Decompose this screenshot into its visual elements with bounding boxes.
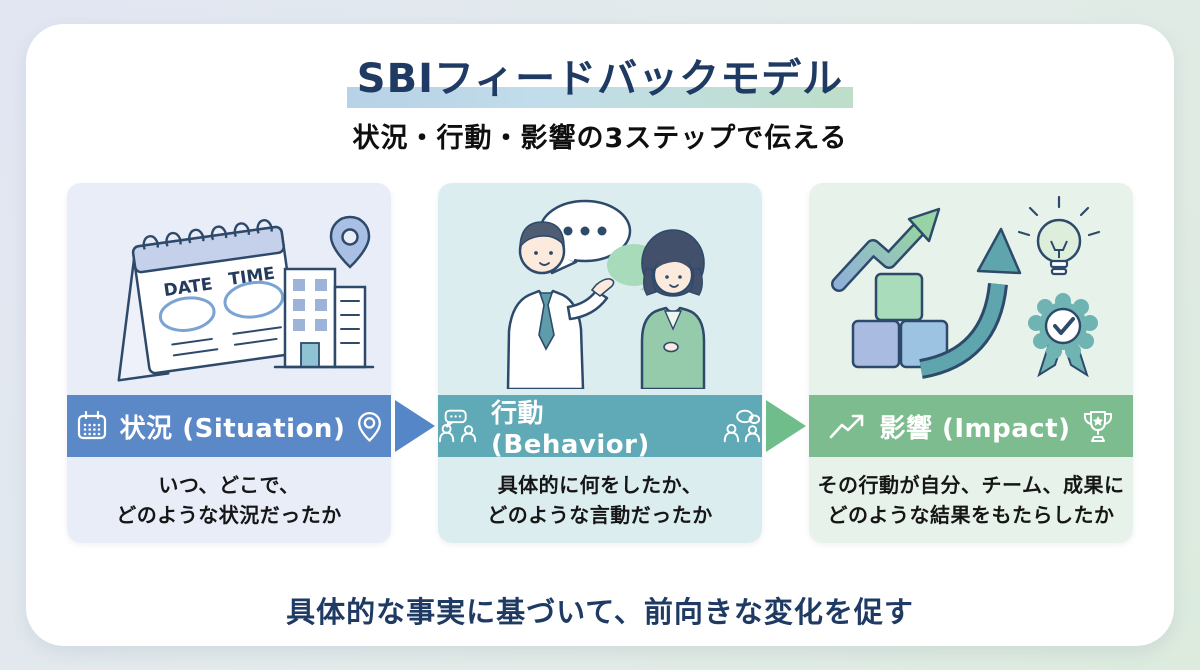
- building-icon: [273, 267, 375, 369]
- people-chat-icon: [438, 408, 480, 444]
- page-title: SBIフィードバックモデル: [346, 54, 854, 108]
- situation-banner: 状況 (Situation): [67, 395, 391, 457]
- situation-illustration: DATE TIME: [67, 183, 391, 395]
- arrow-slot: [391, 400, 438, 452]
- arrow-slot: [762, 400, 809, 452]
- step-panel-behavior: 行動 (Behavior) 具体的に何をしたか、 どのような言動だったか: [438, 183, 762, 543]
- two-people-talking-illustration: [506, 199, 706, 389]
- impact-banner-label: 影響 (Impact): [879, 413, 1071, 444]
- calendar-icon: [75, 410, 109, 442]
- behavior-banner-label: 行動 (Behavior): [491, 398, 650, 460]
- woman-figure: [640, 229, 706, 389]
- trend-arrow-icon: [828, 411, 868, 441]
- zigzag-arrow-icon: [831, 207, 941, 292]
- man-figure: [506, 221, 615, 389]
- building-blocks-icon: [851, 272, 949, 369]
- growth-results-illustration: [831, 195, 1101, 379]
- impact-description: その行動が自分、チーム、成果に どのような結果をもたらしたか: [817, 473, 1125, 527]
- situation-description: いつ、どこで、 どのような状況だったか: [116, 473, 342, 527]
- calendar-building-illustration: DATE TIME: [117, 215, 375, 382]
- behavior-banner: 行動 (Behavior): [438, 395, 762, 460]
- footer-note: 具体的な事実に基づいて、前向きな変化を促す: [286, 595, 914, 629]
- infographic-card: SBIフィードバックモデル 状況・行動・影響の3ステップで伝える: [26, 24, 1174, 646]
- impact-illustration: [809, 183, 1133, 395]
- curved-up-arrow-icon: [919, 227, 1022, 379]
- page-subtitle: 状況・行動・影響の3ステップで伝える: [352, 123, 848, 154]
- right-arrow-icon: [765, 400, 806, 452]
- impact-banner: 影響 (Impact): [809, 395, 1133, 457]
- header: SBIフィードバックモデル: [346, 54, 854, 108]
- people-chat-icon: [720, 408, 762, 444]
- step-panel-situation: DATE TIME: [67, 183, 391, 543]
- step-panel-impact: 影響 (Impact) その行動が自分、チーム、成果に どのような結果をもたらし…: [809, 183, 1133, 543]
- desk-calendar-icon: DATE TIME: [117, 219, 300, 382]
- trophy-icon: [1082, 409, 1114, 443]
- award-badge-icon: [1028, 293, 1098, 378]
- situation-banner-label: 状況 (Situation): [119, 413, 346, 444]
- map-pin-icon: [329, 215, 371, 269]
- behavior-illustration: [438, 183, 762, 395]
- steps-row: DATE TIME: [67, 183, 1133, 543]
- lightbulb-icon: [1017, 195, 1101, 276]
- behavior-description: 具体的に何をしたか、 どのような言動だったか: [487, 473, 713, 527]
- right-arrow-icon: [394, 400, 435, 452]
- location-pin-icon: [356, 410, 383, 443]
